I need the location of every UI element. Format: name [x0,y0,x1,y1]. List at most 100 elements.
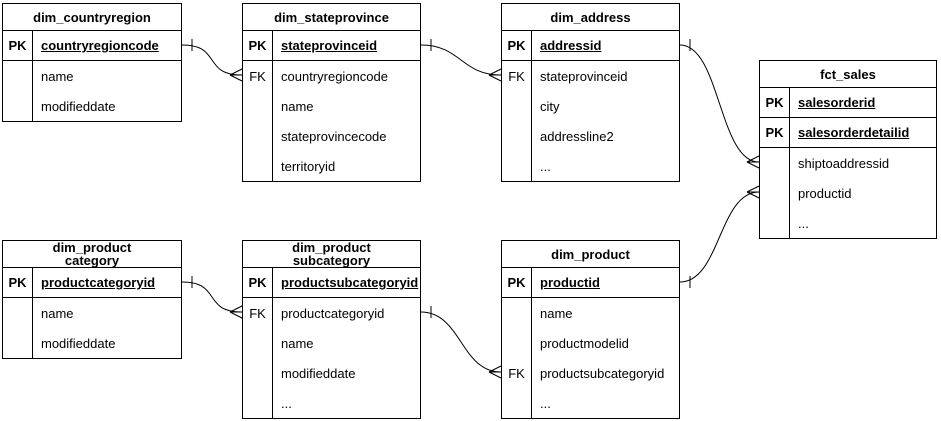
crow-foot-many-marker [229,305,243,319]
pk-badge: PK [760,118,790,147]
key-badge-empty [243,91,273,121]
field-name: shiptoaddressid [798,155,890,171]
table-title[interactable]: fct_sales [760,61,936,88]
field-row[interactable]: name [3,298,181,328]
relationship-dim_product--fct_sales[interactable] [679,185,760,288]
key-field-name: salesorderdetailid [798,125,910,140]
fk-badge: FK [243,61,273,91]
relationship-dim_productsubcategory--dim_product[interactable] [420,306,502,379]
relationship-dim_address--fct_sales[interactable] [679,39,760,169]
field-row[interactable]: shiptoaddressid [760,148,936,178]
fk-badge: FK [502,61,532,91]
field-row[interactable]: productid [760,178,936,208]
field-row[interactable]: stateprovincecode [243,121,420,151]
field-name: stateprovinceid [540,68,628,84]
key-badge-empty [760,208,790,238]
table-title[interactable]: dim_address [502,4,679,31]
field-row[interactable]: FK productcategoryid [243,298,420,328]
field-name: territoryid [281,158,336,174]
key-field-name: countryregioncode [41,38,159,53]
field-row[interactable]: name [243,328,420,358]
key-badge-empty [3,61,33,91]
field-row[interactable]: name [243,91,420,121]
field-row[interactable]: name [502,298,679,328]
crow-foot-many-marker [488,68,502,82]
relationship-line [679,44,760,163]
field-row[interactable]: ... [243,388,420,418]
key-badge-empty [3,298,33,328]
field-row[interactable]: territoryid [243,151,420,181]
key-badge-empty [502,121,532,151]
field-name: productmodelid [540,335,629,351]
key-row[interactable]: PK stateprovinceid [243,31,420,61]
key-field-name: salesorderid [798,95,876,110]
field-row[interactable]: FK stateprovinceid [502,61,679,91]
table-title[interactable]: dim_product subcategory [243,241,420,268]
field-name: name [281,98,314,114]
field-row[interactable]: ... [760,208,936,238]
field-row[interactable]: ... [502,388,679,418]
field-name: city [540,98,560,114]
field-row[interactable]: modifieddate [243,358,420,388]
key-field-name: stateprovinceid [281,38,378,53]
table-title[interactable]: dim_product [502,241,679,268]
field-row[interactable]: productmodelid [502,328,679,358]
key-badge-empty [760,178,790,208]
key-badge-empty [3,91,33,121]
crow-foot-many-marker [746,155,760,169]
field-name: productcategoryid [281,305,385,321]
key-badge-empty [502,328,532,358]
field-name: modifieddate [41,335,116,351]
field-row[interactable]: modifieddate [3,328,181,358]
key-badge-empty [243,328,273,358]
pk-badge: PK [502,31,532,60]
field-name: ... [540,395,551,411]
fk-badge: FK [243,298,273,328]
key-badge-empty [502,388,532,418]
crow-foot-many-marker [488,365,502,379]
key-field-name: productsubcategoryid [281,275,419,290]
field-row[interactable]: name [3,61,181,91]
relationship-dim_productcategory--dim_productsubcategory[interactable] [181,276,243,319]
pk-badge: PK [3,31,33,60]
relationship-line [420,311,502,373]
relationship-dim_countryregion--dim_stateprovince[interactable] [181,39,243,82]
table-title[interactable]: dim_stateprovince [243,4,420,31]
crow-foot-many-marker [229,68,243,82]
pk-badge: PK [3,268,33,297]
table-title[interactable]: dim_product category [3,241,181,268]
field-name: modifieddate [41,98,116,114]
key-badge-empty [243,121,273,151]
field-name: name [281,335,314,351]
crow-foot-many-marker [746,185,760,199]
relationship-dim_stateprovince--dim_address[interactable] [420,39,502,82]
pk-badge: PK [243,31,273,60]
field-row[interactable]: modifieddate [3,91,181,121]
field-name: ... [798,215,809,231]
field-row[interactable]: addressline2 [502,121,679,151]
field-name: ... [281,395,292,411]
field-name: addressline2 [540,128,614,144]
key-row[interactable]: PK countryregioncode [3,31,181,61]
key-row[interactable]: PK salesorderdetailid [760,118,936,148]
table-title[interactable]: dim_countryregion [3,4,181,31]
field-row[interactable]: city [502,91,679,121]
field-row[interactable]: ... [502,151,679,181]
field-name: name [41,68,74,84]
table-dim_countryregion[interactable]: dim_countryregion PK countryregioncode nam… [2,3,182,122]
key-badge-empty [243,151,273,181]
